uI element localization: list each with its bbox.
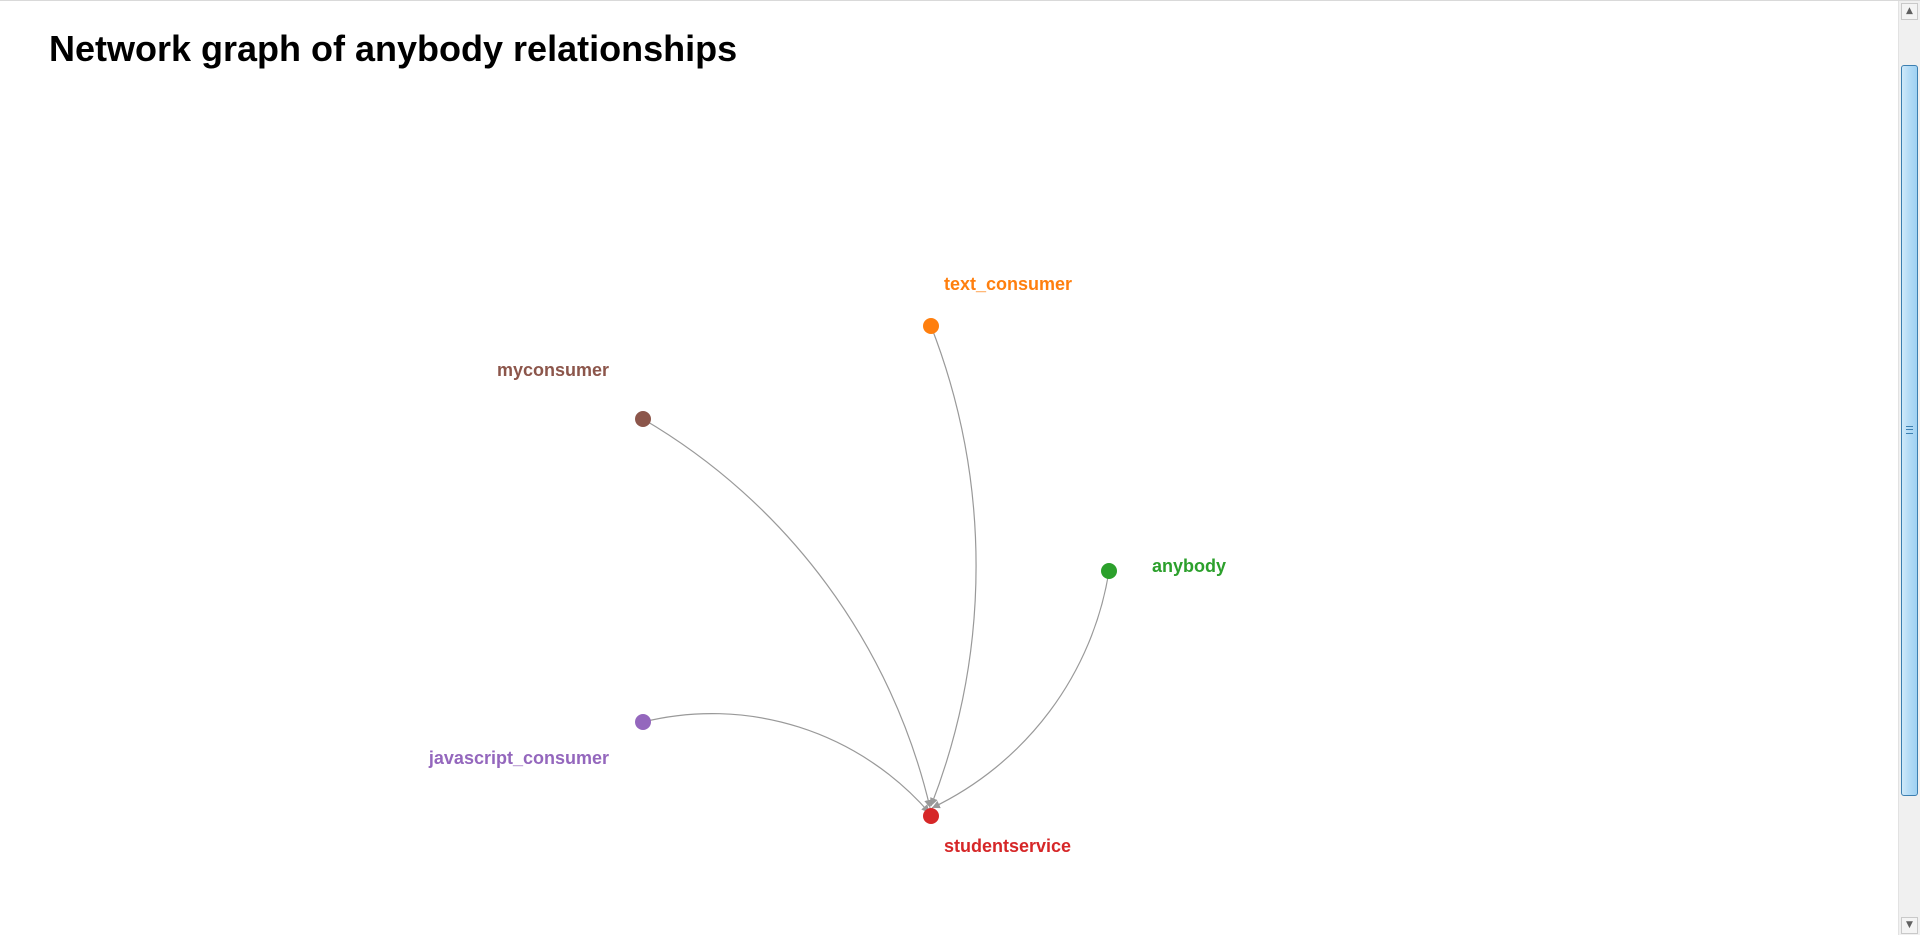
node-label-studentservice: studentservice <box>944 836 1071 856</box>
page-title: Network graph of anybody relationships <box>49 28 738 69</box>
scrollbar-thumb[interactable] <box>1901 65 1918 796</box>
network-graph: text_consumer myconsumer anybody javascript… <box>428 274 1226 856</box>
node-label-anybody: anybody <box>1152 556 1226 576</box>
vertical-scrollbar[interactable]: ▲ ▼ <box>1898 1 1920 935</box>
edge-myconsumer-to-studentservice <box>642 418 933 809</box>
node-javascript_consumer[interactable] <box>635 714 651 730</box>
node-label-myconsumer: myconsumer <box>497 360 609 380</box>
nodes-layer <box>635 318 1117 824</box>
node-label-javascript_consumer: javascript_consumer <box>428 748 609 768</box>
node-text_consumer[interactable] <box>923 318 939 334</box>
edge-javascript_consumer-to-studentservice <box>642 713 930 814</box>
arrow-down-icon: ▼ <box>1906 920 1913 930</box>
labels-layer: text_consumer myconsumer anybody javascript… <box>428 274 1226 856</box>
scroll-down-button[interactable]: ▼ <box>1901 917 1918 934</box>
edge-text_consumer-to-studentservice <box>930 325 977 807</box>
edge-anybody-to-studentservice <box>931 570 1110 809</box>
grip-icon <box>1906 426 1913 434</box>
node-anybody[interactable] <box>1101 563 1117 579</box>
edges-layer <box>642 325 1110 814</box>
scroll-up-button[interactable]: ▲ <box>1901 3 1918 20</box>
node-label-text_consumer: text_consumer <box>944 274 1072 294</box>
node-myconsumer[interactable] <box>635 411 651 427</box>
arrow-up-icon: ▲ <box>1906 6 1913 16</box>
node-studentservice[interactable] <box>923 808 939 824</box>
